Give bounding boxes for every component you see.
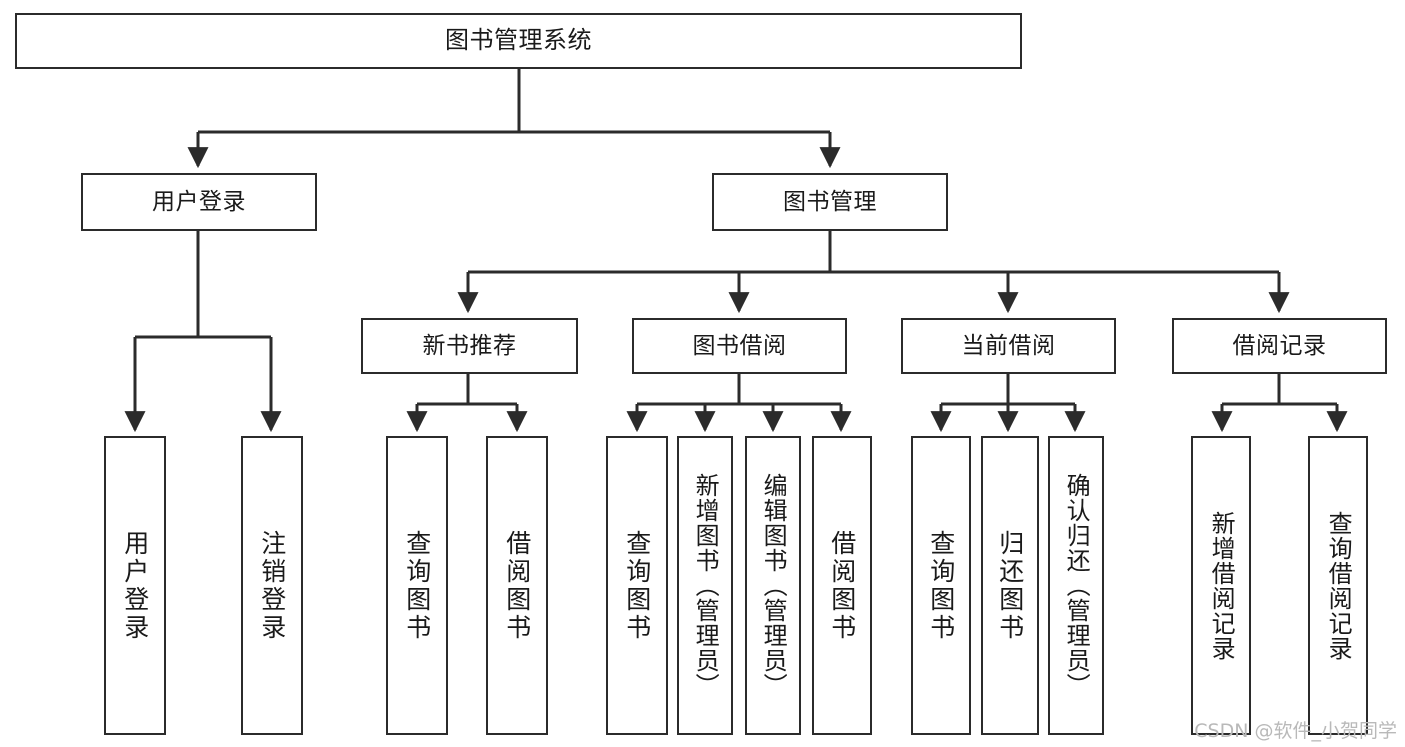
node-label: 图书管理系统 [445, 26, 592, 55]
leaf-add-borrow-record[interactable]: 新增借阅记录 [1191, 436, 1251, 735]
node-new-book-recommend[interactable]: 新书推荐 [361, 318, 578, 374]
node-root-book-management-system[interactable]: 图书管理系统 [15, 13, 1022, 69]
leaf-label: 注销登录 [257, 529, 287, 642]
leaf-query-book-borrow[interactable]: 查询图书 [606, 436, 668, 735]
leaf-logout-login[interactable]: 注销登录 [241, 436, 303, 735]
node-label: 图书管理 [783, 188, 877, 215]
leaf-label: 借阅图书 [502, 529, 532, 642]
leaf-add-book-admin[interactable]: 新增图书（管理员） [677, 436, 733, 735]
leaf-query-book-current[interactable]: 查询图书 [911, 436, 971, 735]
leaf-label: 新增图书（管理员） [691, 473, 720, 698]
leaf-confirm-return-admin[interactable]: 确认归还（管理员） [1048, 436, 1104, 735]
node-current-borrow[interactable]: 当前借阅 [901, 318, 1116, 374]
leaf-label: 归还图书 [995, 529, 1025, 642]
node-book-management[interactable]: 图书管理 [712, 173, 948, 231]
watermark-text: CSDN @软件_小贺同学 [1194, 720, 1397, 742]
leaf-query-borrow-record[interactable]: 查询借阅记录 [1308, 436, 1368, 735]
leaf-label: 编辑图书（管理员） [759, 473, 788, 698]
node-label: 新书推荐 [422, 332, 517, 359]
leaf-label: 新增借阅记录 [1207, 510, 1236, 661]
leaf-query-book-newbook[interactable]: 查询图书 [386, 436, 448, 735]
node-user-login[interactable]: 用户登录 [81, 173, 317, 231]
node-borrow-record[interactable]: 借阅记录 [1172, 318, 1387, 374]
leaf-return-book[interactable]: 归还图书 [981, 436, 1039, 735]
leaf-edit-book-admin[interactable]: 编辑图书（管理员） [745, 436, 801, 735]
node-book-borrow[interactable]: 图书借阅 [632, 318, 847, 374]
node-label: 用户登录 [152, 188, 246, 215]
leaf-label: 用户登录 [120, 529, 150, 642]
leaf-label: 查询借阅记录 [1324, 510, 1353, 661]
leaf-label: 确认归还（管理员） [1062, 473, 1091, 698]
leaf-borrow-book[interactable]: 借阅图书 [812, 436, 872, 735]
leaf-label: 查询图书 [622, 529, 652, 642]
node-label: 图书借阅 [692, 332, 787, 359]
leaf-user-login[interactable]: 用户登录 [104, 436, 166, 735]
leaf-label: 查询图书 [926, 529, 956, 642]
node-label: 当前借阅 [961, 332, 1056, 359]
leaf-label: 查询图书 [402, 529, 432, 642]
node-label: 借阅记录 [1232, 332, 1327, 359]
leaf-label: 借阅图书 [827, 529, 857, 642]
leaf-borrow-book-newbook[interactable]: 借阅图书 [486, 436, 548, 735]
